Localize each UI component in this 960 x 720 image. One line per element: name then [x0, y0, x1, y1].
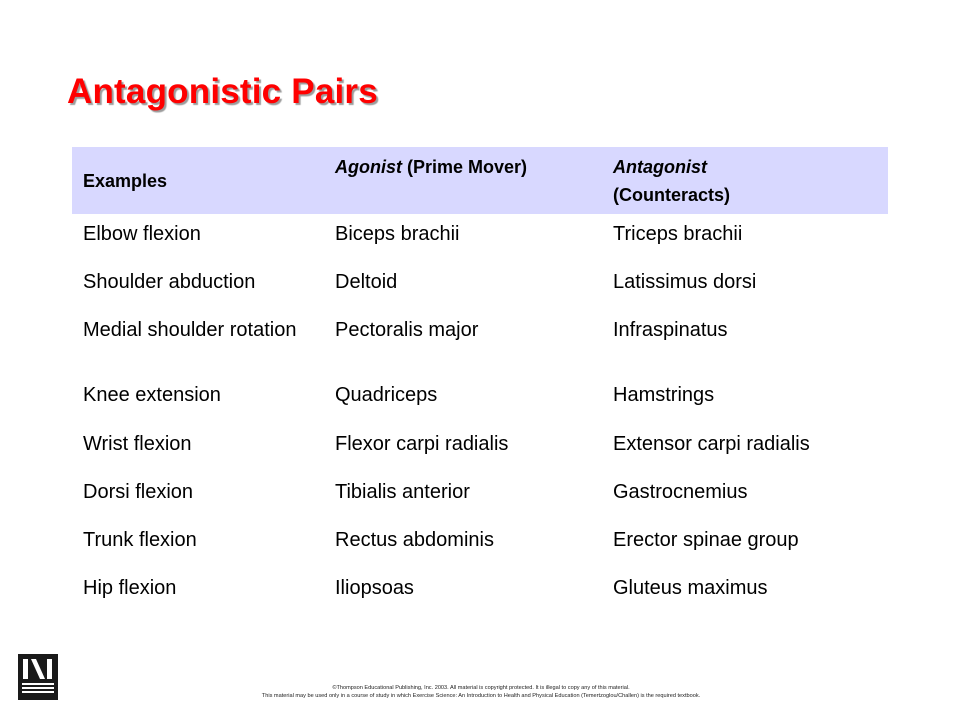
- cell-example: Trunk flexion: [72, 520, 324, 568]
- table-row: Knee extension Quadriceps Hamstrings: [72, 375, 888, 424]
- cell-example-text: Hip flexion: [83, 577, 177, 599]
- cell-agonist: Deltoid: [324, 262, 602, 310]
- header-antagonist-rest: (Counteracts): [613, 184, 731, 205]
- cell-agonist: Quadriceps: [324, 375, 602, 424]
- cell-example-text: Trunk flexion: [83, 529, 197, 551]
- cell-agonist-text: Biceps brachii: [335, 223, 460, 245]
- cell-antagonist-text: Erector spinae group: [613, 529, 799, 551]
- table-row: Shoulder abduction Deltoid Latissimus dors…: [72, 262, 888, 310]
- cell-example-text: Knee extension: [83, 384, 221, 406]
- cell-example: Elbow flexion: [72, 214, 324, 262]
- header-examples: Examples: [72, 147, 324, 214]
- cell-agonist: Tibialis anterior: [324, 472, 602, 520]
- cell-agonist-text: Pectoralis major: [335, 319, 479, 341]
- cell-antagonist: Hamstrings: [602, 375, 888, 424]
- cell-agonist-text: Flexor carpi radialis: [335, 433, 509, 455]
- cell-agonist-text: Rectus abdominis: [335, 529, 494, 551]
- cell-agonist: Rectus abdominis: [324, 520, 602, 568]
- thompson-educational-logo: [18, 654, 58, 700]
- cell-example: Shoulder abduction: [72, 262, 324, 310]
- cell-example: Dorsi flexion: [72, 472, 324, 520]
- table-row: Trunk flexion Rectus abdominis Erector spi…: [72, 520, 888, 568]
- cell-agonist-text: Quadriceps: [335, 384, 438, 406]
- table-row: Wrist flexion Flexor carpi radialis Extens…: [72, 424, 888, 472]
- cell-antagonist-text: Extensor carpi radialis: [613, 433, 810, 455]
- header-agonist: Agonist (Prime Mover): [324, 147, 602, 214]
- cell-example-text: Medial shoulder rotation: [83, 319, 297, 341]
- cell-example-text: Elbow flexion: [83, 223, 201, 245]
- cell-antagonist: Gluteus maximus: [602, 568, 888, 616]
- cell-example-text: Wrist flexion: [83, 433, 192, 455]
- cell-antagonist-text: Infraspinatus: [613, 319, 728, 341]
- logo-mark-icon: [18, 654, 58, 700]
- copyright-line-1: ©Thompson Educational Publishing, Inc. 2…: [332, 685, 630, 691]
- cell-example: Medial shoulder rotation: [72, 310, 324, 375]
- header-agonist-rest: (Prime Mover): [402, 157, 528, 177]
- header-antagonist-emphasis: Antagonist: [613, 156, 707, 177]
- table-row: Elbow flexion Biceps brachii Triceps brach…: [72, 214, 888, 262]
- cell-antagonist-text: Gastrocnemius: [613, 481, 748, 503]
- table-header-row: Examples Agonist (Prime Mover) Antagonis…: [72, 147, 888, 214]
- cell-agonist: Iliopsoas: [324, 568, 602, 616]
- cell-example-text: Dorsi flexion: [83, 481, 194, 503]
- cell-agonist-text: Deltoid: [335, 271, 398, 293]
- cell-agonist: Biceps brachii: [324, 214, 602, 262]
- copyright-line-2: This material may be used only in a cour…: [261, 693, 701, 699]
- cell-antagonist: Gastrocnemius: [602, 472, 888, 520]
- cell-agonist-text: Iliopsoas: [335, 577, 414, 599]
- cell-example-text: Shoulder abduction: [83, 271, 256, 293]
- cell-antagonist: Erector spinae group: [602, 520, 888, 568]
- copyright-footer: ©Thompson Educational Publishing, Inc. 2…: [186, 684, 776, 700]
- cell-agonist: Pectoralis major: [324, 310, 602, 375]
- cell-agonist-text: Tibialis anterior: [335, 481, 470, 503]
- table-row: Dorsi flexion Tibialis anterior Gastrocnem…: [72, 472, 888, 520]
- antagonistic-pairs-table: Examples Agonist (Prime Mover) Antagonis…: [72, 147, 888, 616]
- cell-antagonist: Extensor carpi radialis: [602, 424, 888, 472]
- header-examples-label: Examples: [83, 170, 168, 191]
- cell-antagonist-text: Gluteus maximus: [613, 577, 768, 599]
- cell-agonist: Flexor carpi radialis: [324, 424, 602, 472]
- slide-title: Antagonistic Pairs: [67, 72, 378, 111]
- cell-example: Knee extension: [72, 375, 324, 424]
- cell-antagonist-text: Hamstrings: [613, 384, 715, 406]
- cell-antagonist-text: Triceps brachii: [613, 223, 743, 245]
- header-agonist-emphasis: Agonist: [335, 157, 402, 177]
- cell-antagonist: Triceps brachii: [602, 214, 888, 262]
- cell-antagonist: Latissimus dorsi: [602, 262, 888, 310]
- header-antagonist: Antagonist (Counteracts): [602, 147, 888, 214]
- table-row: Medial shoulder rotation Pectoralis major…: [72, 310, 888, 375]
- cell-antagonist-text: Latissimus dorsi: [613, 271, 757, 293]
- cell-antagonist: Infraspinatus: [602, 310, 888, 375]
- cell-example: Hip flexion: [72, 568, 324, 616]
- cell-example: Wrist flexion: [72, 424, 324, 472]
- table-row: Hip flexion Iliopsoas Gluteus maximus: [72, 568, 888, 616]
